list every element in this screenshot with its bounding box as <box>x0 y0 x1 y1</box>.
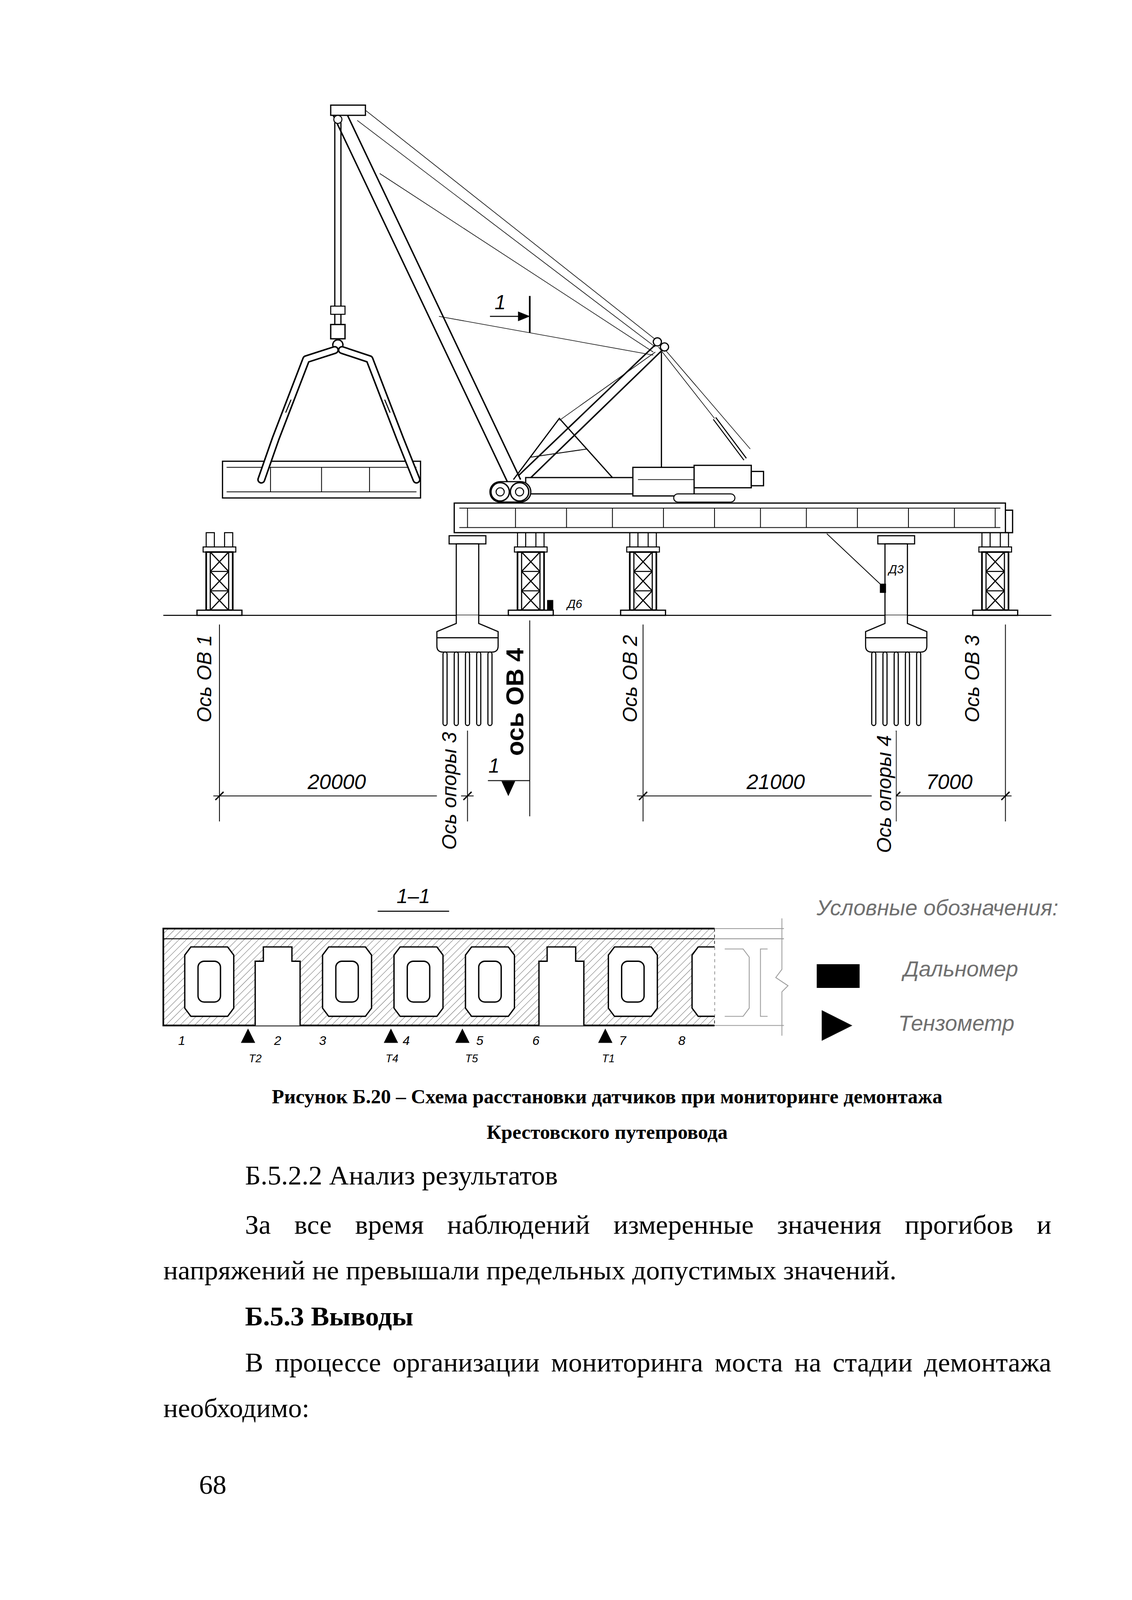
axis-label: ось ОВ 4 <box>499 648 530 757</box>
page-number: 68 <box>198 1468 227 1502</box>
body-text: В процессе организации мониторинга моста… <box>163 1340 1052 1432</box>
dimension: 7000 <box>925 769 973 795</box>
legend-swatch <box>816 964 860 988</box>
dimension: 20000 <box>307 769 366 795</box>
beam-number: 4 <box>402 1033 411 1049</box>
gauge-label: Т5 <box>465 1051 479 1065</box>
gauge-label: Т1 <box>601 1051 615 1065</box>
sensor-label: Д6 <box>567 597 583 612</box>
legend-label: Дальномер <box>903 956 1019 983</box>
beam-number: 2 <box>274 1033 282 1049</box>
section-mark: 1 <box>494 290 506 315</box>
beam-number: 7 <box>619 1033 627 1049</box>
figure-caption: Рисунок Б.20 – Схема расстановки датчико… <box>230 1079 984 1151</box>
beam-number: 1 <box>177 1033 186 1049</box>
beam-number: 8 <box>678 1033 686 1049</box>
axis-label: Ось ОВ 1 <box>192 635 217 723</box>
subheading: Б.5.2.2 Анализ результатов <box>245 1159 559 1193</box>
body-text: За все время наблюдений измеренные значе… <box>163 1202 1052 1294</box>
axis-label: Ось опоры 4 <box>871 731 897 857</box>
gauge-label: Т4 <box>385 1051 399 1065</box>
sensor-label: Д3 <box>888 562 904 577</box>
dimension: 21000 <box>746 769 805 795</box>
legend-label: Тензометр <box>898 1010 1015 1038</box>
section-title: 1–1 <box>396 884 430 909</box>
axis-label: Ось опоры 3 <box>437 728 462 854</box>
beam-number: 3 <box>318 1033 327 1049</box>
axis-label: Ось ОВ 3 <box>959 635 984 723</box>
subheading: Б.5.3 Выводы <box>245 1300 414 1334</box>
gauge-label: Т2 <box>248 1051 262 1065</box>
axis-label: Ось ОВ 2 <box>617 635 642 723</box>
beam-number: 6 <box>532 1033 540 1049</box>
section-mark: 1 <box>488 753 500 778</box>
legend-heading: Условные обозначения: <box>816 895 1059 922</box>
beam-number: 5 <box>476 1033 484 1049</box>
